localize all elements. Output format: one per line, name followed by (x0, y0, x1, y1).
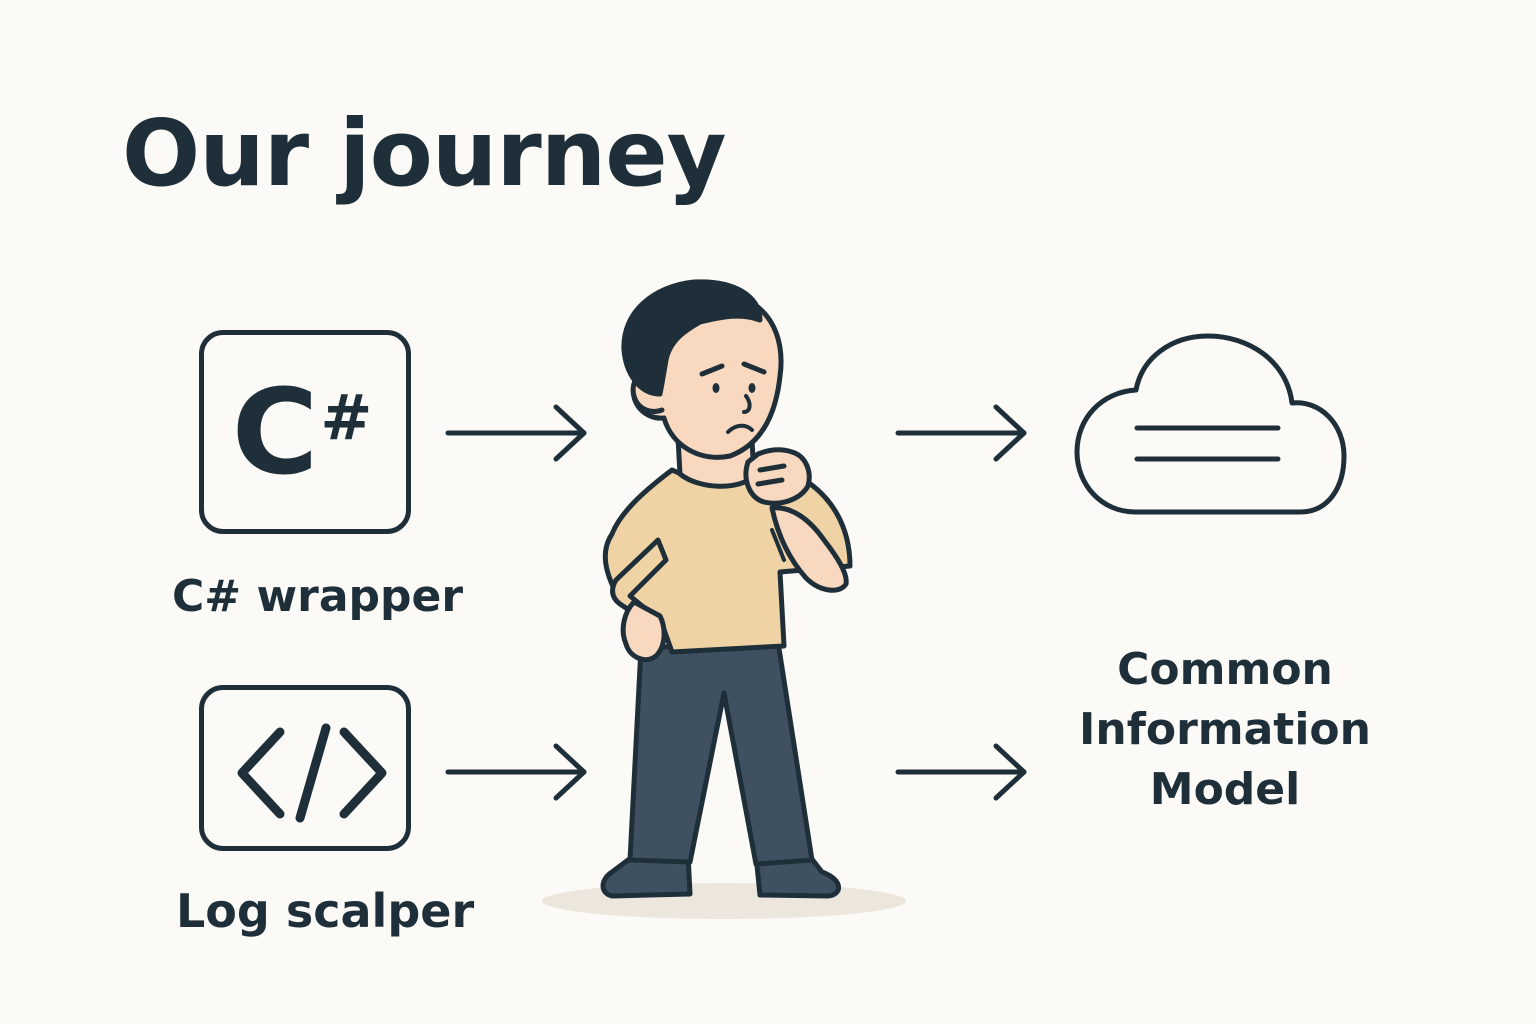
eyebrow-left (699, 363, 725, 377)
cim-label-line-3: Model (1149, 764, 1301, 815)
csharp-glyph: C # (204, 335, 406, 529)
eye-right (748, 383, 756, 393)
csharp-icon: C # (199, 330, 411, 534)
pants (627, 639, 815, 867)
nose (742, 394, 752, 414)
right-arm (769, 505, 849, 593)
hair (621, 279, 763, 397)
cim-label-line-2: Information (1079, 704, 1371, 755)
arrow-csharp-to-person (445, 404, 587, 462)
left-fist (620, 599, 667, 662)
code-brackets-icon (199, 685, 411, 851)
eye-left (712, 383, 720, 393)
csharp-glyph-hash: # (320, 381, 373, 454)
mouth (726, 423, 754, 434)
page-title: Our journey (122, 100, 727, 207)
csharp-glyph-c: C (231, 363, 319, 501)
cloud-icon (1074, 333, 1347, 515)
log-scalper-label: Log scalper (176, 884, 475, 938)
common-information-model-label: Common Information Model (1070, 640, 1380, 820)
thinking-person-illustration (542, 279, 906, 919)
cim-label-line-1: Common (1117, 644, 1333, 695)
code-brackets-glyph (237, 723, 387, 823)
arrow-person-to-cloud (895, 404, 1027, 462)
ground-shadow (542, 883, 906, 919)
arrow-person-to-model (895, 743, 1027, 801)
csharp-wrapper-label: C# wrapper (172, 571, 464, 622)
right-hand (743, 447, 812, 506)
left-shoe (600, 851, 693, 899)
arrow-log-to-person (445, 743, 587, 801)
eyebrow-right (741, 361, 767, 375)
